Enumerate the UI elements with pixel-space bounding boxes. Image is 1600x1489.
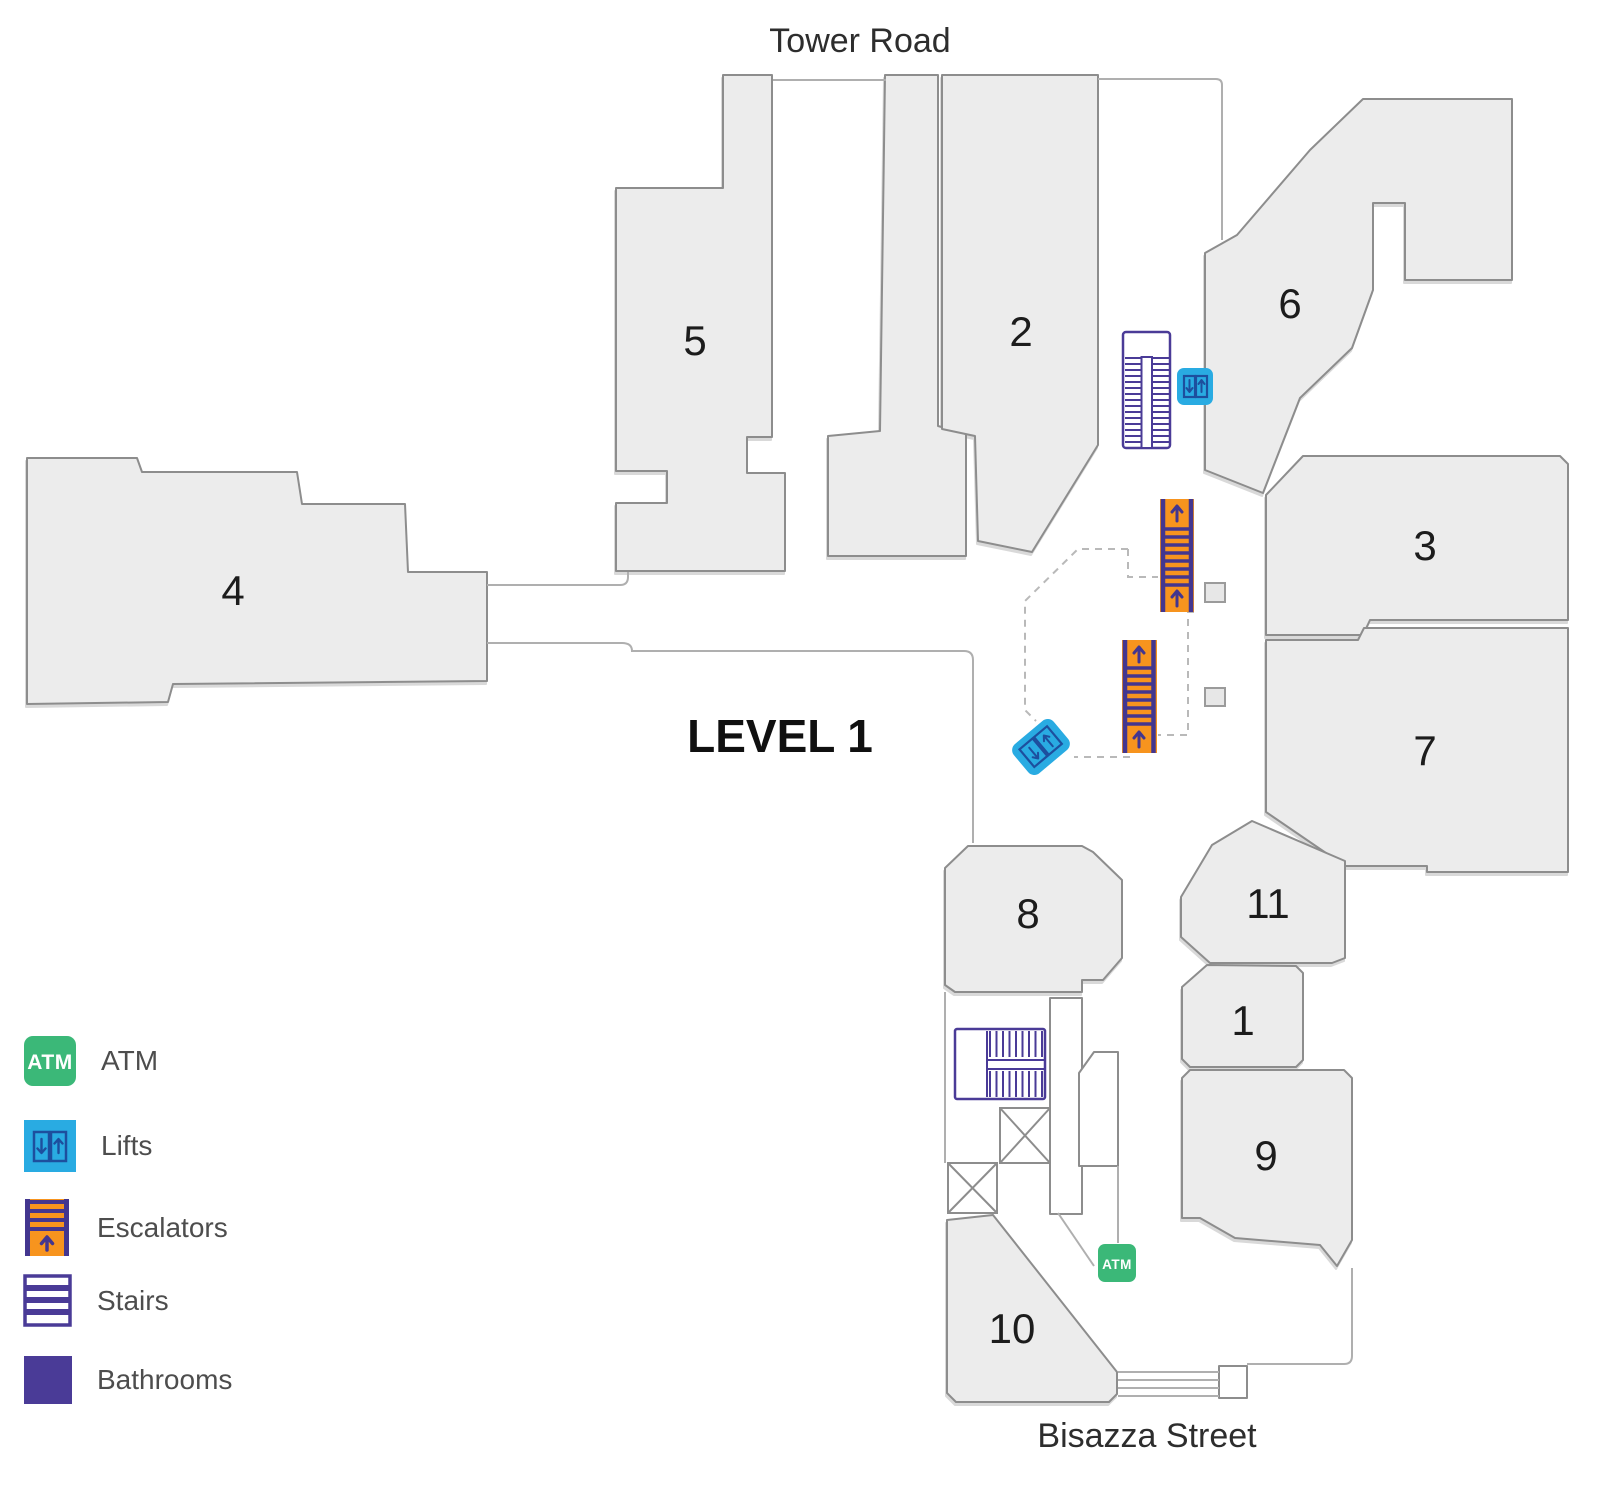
stairs-stripe [25,1285,70,1291]
escalator-treads [1162,527,1192,587]
atm-icon-text: ATM [1102,1257,1132,1272]
legend-row-escalators: Escalators [23,1198,228,1258]
legend-label-lifts: Lifts [101,1130,153,1161]
lift-arrows [1185,379,1206,393]
stairs-treads [986,1031,1045,1097]
lift-door-left [1017,736,1049,769]
stairs-icon [23,1274,72,1327]
unit-label-2: 2 [1009,308,1032,355]
atm-icon-text: ATM [27,1051,72,1074]
stairs-center-divider [1140,356,1153,449]
unit-label-10: 10 [989,1305,1036,1352]
column-upper [1204,582,1226,603]
unit-8-shape [944,845,1123,993]
stairs-outline [953,1027,1047,1101]
shaft-x-marks [947,1107,1051,1214]
atm-icon-map: ATM [1098,1244,1136,1282]
tower-road-entrance-line-east [1098,78,1223,240]
unit-3-shape [1265,455,1569,636]
escalator-rails [25,1199,69,1256]
lift-door-right [49,1130,68,1163]
escalator-treads [30,1200,64,1231]
stairs-icon-north [1121,330,1172,450]
stairs-treads [1125,357,1169,443]
escalator-rails [1160,499,1194,612]
stairs-stripe [25,1297,70,1303]
unit-9-shape [1181,1069,1353,1267]
escalator-treads [1124,666,1155,726]
escalator-up-arrows [1132,645,1146,749]
legend-label-escalators: Escalators [97,1212,228,1243]
bathrooms-square [24,1356,72,1404]
street-label-tower-road: Tower Road [769,22,950,60]
diagonal-wall-to-atm [1057,1212,1095,1267]
stairs-stripe [25,1309,70,1315]
escalator-icon-upper [1160,499,1194,612]
escalator-up-arrow [39,1235,55,1252]
unit-label-4: 4 [221,567,244,614]
corridor-wall-rect [1049,997,1083,1215]
unit-label-11: 11 [1246,880,1290,927]
legend-row-stairs: Stairs [23,1274,169,1328]
west-corridor-line-upper [487,572,629,586]
legend-row-bathrooms: Bathrooms [23,1355,232,1405]
unit-label-6: 6 [1278,280,1301,327]
bathrooms-icon [24,1356,72,1404]
southeast-boundary-line [1247,1268,1353,1365]
units-layer [26,74,1569,1403]
entrance-landing [1218,1365,1248,1399]
atm-base [24,1036,76,1086]
unit-label-5: 5 [683,317,706,364]
unit-11-shape [1180,820,1346,964]
legend-row-atm: ATM ATM [23,1035,158,1087]
unit-1-shape [1181,964,1304,1068]
entrance-steps [1118,1371,1219,1397]
unit-label-9: 9 [1254,1132,1277,1179]
unit-label-7: 7 [1413,727,1436,774]
corridor-boundaries [487,78,1353,1399]
unit-4-shape [26,457,488,705]
shafts-and-columns [947,582,1226,1214]
unit-2-shape [941,74,1099,553]
unit-label-1: 1 [1231,997,1254,1044]
lift-door-left [32,1130,51,1163]
unit-labels: 4 5 2 6 3 7 8 11 1 9 10 [221,280,1436,1352]
corridor-wall-angled [1078,1051,1119,1167]
lift-icon-central [1012,719,1070,775]
escalator-up-arrows [1170,504,1184,608]
unit-label-3: 3 [1413,522,1436,569]
void-dash-north [1127,549,1158,578]
west-corridor-line-lower [487,642,974,843]
service-block-shape [827,74,967,557]
legend-label-stairs: Stairs [97,1285,169,1316]
unit-7-shape [1265,627,1569,873]
legend-label-atm: ATM [101,1045,159,1076]
lift-door-right [1194,374,1209,399]
escalator-rails [1122,640,1156,753]
unit-6-shape [1204,98,1513,494]
unit-label-8: 8 [1016,890,1039,937]
lift-icon-north [1177,368,1213,405]
lift-arrows [1028,734,1054,760]
lift-icon [24,1120,76,1172]
void-dash-east [1158,611,1194,736]
escalator-icon-lower [1122,640,1157,753]
escalator-icon [25,1199,69,1256]
lift-arrows [36,1137,64,1155]
atm-icon: ATM [24,1036,76,1086]
legend-label-bathrooms: Bathrooms [97,1364,233,1395]
atm-base [1098,1244,1136,1282]
street-label-bisazza-street: Bisazza Street [1037,1417,1257,1455]
stairs-icon-south [953,1027,1047,1101]
unit-5-shape [615,74,786,572]
level-title: LEVEL 1 [687,710,873,762]
legend-row-lifts: Lifts [23,1119,152,1173]
lift-door-right [1032,724,1064,757]
column-lower [1204,687,1226,707]
unit-10-shape [946,1214,1118,1403]
void-dash-west [1024,548,1128,722]
